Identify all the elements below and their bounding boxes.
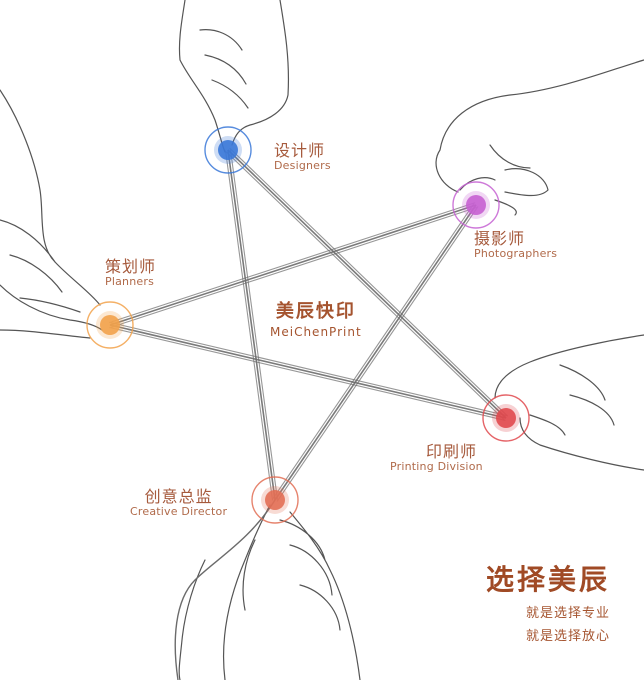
string-planners-printing — [109, 326, 506, 421]
string-designers-printing — [225, 151, 505, 421]
center-brand: 美辰快印 MeiChenPrint — [270, 297, 362, 339]
slogan-block: 选择美辰 就是选择专业 就是选择放心 — [486, 558, 610, 644]
node-ring-designers — [204, 126, 252, 174]
string-photographers-planners — [110, 206, 477, 328]
printing-label: 印刷师 Printing Division — [390, 442, 483, 474]
hand-right-sketch — [494, 334, 644, 471]
node-dot-photographers — [466, 195, 486, 215]
node-dot-director — [265, 490, 285, 510]
node-ring-director — [251, 476, 299, 524]
photographers-label: 摄影师 Photographers — [474, 229, 558, 261]
string-photographers-director — [276, 206, 479, 502]
designers-zh: 设计师 — [274, 141, 326, 160]
node-planners — [86, 301, 134, 349]
string-designers-printing — [227, 149, 507, 419]
string-designers-printing — [229, 147, 509, 417]
string-designers-director — [227, 149, 276, 501]
string-photographers-planners — [109, 204, 477, 326]
slogan-line-1: 就是选择专业 — [525, 606, 610, 621]
planners-en: Planners — [105, 275, 154, 289]
designers-en: Designers — [274, 159, 331, 173]
director-en: Creative Director — [130, 505, 228, 519]
star-strings — [109, 147, 509, 680]
string-planners-printing — [109, 324, 507, 419]
string-photographers-planners — [109, 202, 476, 324]
node-dot-designers — [218, 140, 238, 160]
printing-en: Printing Division — [390, 460, 483, 474]
director-label: 创意总监 Creative Director — [130, 487, 228, 519]
slogan-line-2: 就是选择放心 — [525, 629, 610, 644]
photographers-zh: 摄影师 — [474, 229, 526, 248]
string-designers-director — [229, 149, 279, 500]
slogan-title: 选择美辰 — [485, 563, 610, 596]
node-photographers — [452, 181, 500, 229]
node-designers — [204, 126, 252, 174]
brand-name-en: MeiChenPrint — [270, 325, 362, 339]
photographers-en: Photographers — [474, 247, 558, 261]
string-tail — [174, 499, 276, 680]
node-printing — [482, 394, 530, 442]
designers-label: 设计师 Designers — [274, 141, 331, 173]
string-designers-director — [224, 150, 274, 501]
printing-zh: 印刷师 — [426, 442, 478, 461]
hand-bottom-sketch — [178, 504, 361, 680]
director-zh: 创意总监 — [144, 487, 213, 506]
node-ring-printing — [482, 394, 530, 442]
planners-label: 策划师 Planners — [105, 257, 157, 289]
string-photographers-director — [272, 203, 475, 499]
string-photographers-director — [274, 204, 477, 501]
hand-top-sketch — [178, 0, 290, 153]
brand-name-zh: 美辰快印 — [275, 301, 356, 322]
node-ring-planners — [86, 301, 134, 349]
hand-topright-sketch — [435, 59, 644, 216]
planners-zh: 策划师 — [105, 257, 157, 276]
node-dot-planners — [100, 315, 120, 335]
node-dot-printing — [496, 408, 516, 428]
node-ring-photographers — [452, 181, 500, 229]
string-planners-printing — [110, 322, 507, 417]
node-layer — [86, 126, 530, 524]
hand-left-sketch — [0, 89, 103, 339]
node-director — [251, 476, 299, 524]
